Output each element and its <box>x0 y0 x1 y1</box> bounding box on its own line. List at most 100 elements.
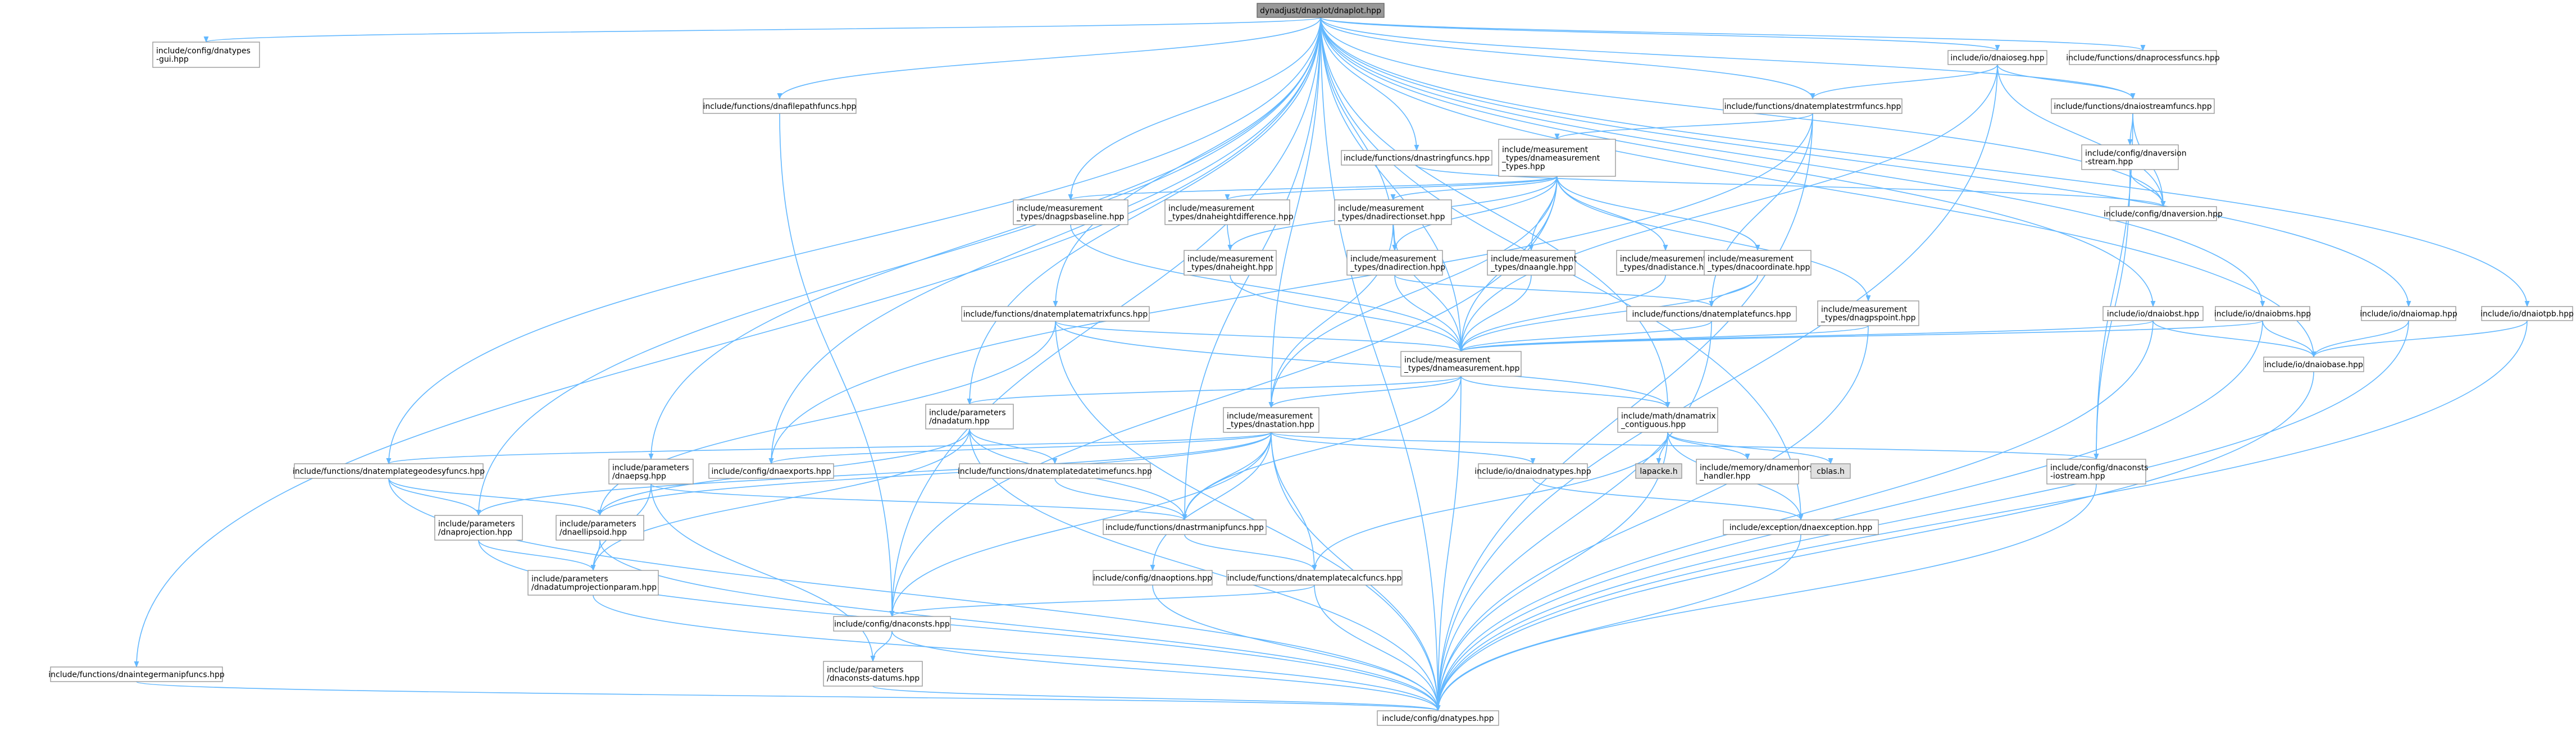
node-io_seg[interactable]: include/io/dnaioseg.hpp <box>1947 50 2047 65</box>
node-io_tpb[interactable]: include/io/dnaiotpb.hpp <box>2481 306 2574 321</box>
node-f_intmanip[interactable]: include/functions/dnaintegermanipfuncs.h… <box>48 666 225 682</box>
edge-io_bst-to-cfg_types <box>1435 320 2154 712</box>
node-exc[interactable]: include/exception/dnaexception.hpp <box>1723 519 1879 535</box>
node-box <box>2481 306 2573 321</box>
node-label: /dnaellipsoid.hpp <box>559 528 627 537</box>
node-m_dirset[interactable]: include/measurement_types/dnadirectionse… <box>1334 199 1452 225</box>
node-box <box>527 570 659 596</box>
edge-m_types-to-m_coord <box>1556 176 1760 252</box>
edge-m_hdiff-to-m_height <box>1227 224 1233 252</box>
node-box <box>2046 459 2146 485</box>
node-box <box>2081 144 2179 170</box>
node-p_epsg[interactable]: include/parameters/dnaepsg.hpp <box>608 459 694 485</box>
node-p_datumproj[interactable]: include/parameters/dnadatumprojectionpar… <box>527 570 659 596</box>
node-io_base[interactable]: include/io/dnaiobase.hpp <box>2263 357 2364 372</box>
node-lapacke[interactable]: lapacke.h <box>1635 463 1682 479</box>
node-io_bst[interactable]: include/io/dnaiobst.hpp <box>2102 306 2204 321</box>
edge-root-to-io_tpb <box>1320 17 2530 308</box>
edge-root-to-f_stream <box>1320 17 2136 100</box>
node-cfg_exports[interactable]: include/config/dnaexports.hpp <box>708 463 834 479</box>
node-m_coord[interactable]: include/measurement_types/dnacoordinate.… <box>1704 250 1812 276</box>
node-cblas[interactable]: cblas.h <box>1810 463 1851 479</box>
node-f_tmpl_matrix[interactable]: include/functions/dnatemplatematrixfuncs… <box>961 306 1150 322</box>
edge-f_tmpl_matrix-to-cfg_types <box>1055 321 1441 712</box>
node-p_ellipsoid[interactable]: include/parameters/dnaellipsoid.hpp <box>556 515 644 541</box>
node-p_consts_datums[interactable]: include/parameters/dnaconsts-datums.hpp <box>823 661 923 687</box>
node-cfg_consts[interactable]: include/config/dnaconsts.hpp <box>833 616 951 632</box>
node-box <box>959 463 1151 479</box>
edge-p_proj-to-p_datumproj <box>478 540 596 572</box>
edge-p_epsg-to-p_consts_datums <box>650 483 876 663</box>
edge-root-to-f_filepath <box>777 17 1321 100</box>
node-label: include/functions/dnatemplatematrixfuncs… <box>963 310 1148 319</box>
node-label: include/parameters <box>438 520 515 529</box>
edge-m_station-to-cfg_consts_io <box>1271 432 2099 460</box>
edge-m_coord-to-m_meas <box>1458 275 1758 353</box>
edge-root-to-p_datum <box>967 17 1321 405</box>
node-m_gps[interactable]: include/measurement_types/dnagpsbaseline… <box>1013 199 1128 225</box>
node-f_tmpl_str[interactable]: include/functions/dnatemplatestrmfuncs.h… <box>1723 98 1903 114</box>
edge-io_tpb-to-io_base <box>2311 320 2528 358</box>
node-io_map[interactable]: include/io/dnaiomap.hpp <box>2360 306 2457 321</box>
node-cfg_gui[interactable]: include/config/dnatypes-gui.hpp <box>152 42 260 68</box>
edge-m_station-to-cfg_consts <box>889 432 1272 618</box>
node-m_height[interactable]: include/measurement_types/dnaheight.hpp <box>1184 250 1277 276</box>
node-m_angle[interactable]: include/measurement_types/dnaangle.hpp <box>1487 250 1577 276</box>
node-f_geodesy[interactable]: include/functions/dnatemplategeodesyfunc… <box>293 463 485 479</box>
node-cfg_types[interactable]: include/config/dnatypes.hpp <box>1377 710 1499 726</box>
edge-root-to-io_map <box>1320 17 2411 308</box>
edge-io_odnatypes-to-exc <box>1532 478 1804 521</box>
node-p_datum[interactable]: include/parameters/dnadatum.hpp <box>925 404 1014 430</box>
node-mem_handler[interactable]: include/memory/dnamemory_handler.hpp <box>1696 459 1814 485</box>
node-f_datetime[interactable]: include/functions/dnatemplatedatetimefun… <box>958 463 1152 479</box>
node-label: include/functions/dnatemplatefuncs.hpp <box>1632 310 1791 319</box>
node-box <box>1226 570 1403 586</box>
node-label: include/functions/dnaiostreamfuncs.hpp <box>2054 102 2211 111</box>
node-f_str[interactable]: include/functions/dnastringfuncs.hpp <box>1341 150 1492 166</box>
node-box <box>2069 50 2217 65</box>
node-root[interactable]: dynadjust/dnaplot/dnaplot.hpp <box>1257 3 1385 18</box>
node-m_dist[interactable]: include/measurement_types/dnadistance.hp… <box>1616 250 1715 276</box>
node-box <box>925 404 1014 430</box>
node-f_filepath[interactable]: include/functions/dnafilepathfuncs.hpp <box>703 98 857 114</box>
node-m_types[interactable]: include/measurement_types/dnameasurement… <box>1498 139 1616 177</box>
node-label: include/parameters <box>827 666 904 675</box>
node-m_station[interactable]: include/measurement_types/dnastation.hpp <box>1223 407 1319 433</box>
node-box <box>1817 300 1919 326</box>
node-math_matrix[interactable]: include/math/dnamatrix_contiguous.hpp <box>1617 407 1718 433</box>
node-box <box>823 661 923 687</box>
node-label: -stream.hpp <box>2085 158 2133 167</box>
node-p_proj[interactable]: include/parameters/dnaprojection.hpp <box>434 515 523 541</box>
edge-root-to-io_bst <box>1320 17 2156 308</box>
node-label: /dnadatum.hpp <box>929 417 990 426</box>
node-f_proc[interactable]: include/functions/dnaprocessfuncs.hpp <box>2066 50 2220 65</box>
node-m_dir[interactable]: include/measurement_types/dnadirection.h… <box>1346 250 1445 276</box>
node-m_hdiff[interactable]: include/measurement_types/dnaheightdiffe… <box>1164 199 1294 225</box>
edge-root-to-f_str <box>1320 17 1419 152</box>
node-m_meas[interactable]: include/measurement_types/dnameasurement… <box>1400 351 1522 377</box>
node-m_gpspoint[interactable]: include/measurement_types/dnagpspoint.hp… <box>1817 300 1919 326</box>
edge-io_map-to-io_base <box>2311 320 2409 358</box>
node-box <box>1635 463 1682 479</box>
edge-root-to-cfg_exports <box>768 17 1321 465</box>
node-cfg_consts_io[interactable]: include/config/dnaconsts-iostream.hpp <box>2046 459 2149 485</box>
edge-m_meas-to-math_matrix <box>1460 376 1671 409</box>
node-f_tmpl[interactable]: include/functions/dnatemplatefuncs.hpp <box>1626 306 1797 322</box>
node-cfg_options[interactable]: include/config/dnaoptions.hpp <box>1093 570 1213 586</box>
node-f_tmplcalc[interactable]: include/functions/dnatemplatecalcfuncs.h… <box>1226 570 1403 586</box>
node-label: include/measurement <box>1017 204 1103 213</box>
node-box <box>1626 306 1797 322</box>
node-cfg_ver[interactable]: include/config/dnaversion.hpp <box>2104 206 2223 221</box>
edge-io_bms-to-io_base <box>2262 320 2316 358</box>
edge-io_tpb-to-cfg_types <box>1435 320 2528 712</box>
node-label: _types/dnameasurement.hpp <box>1404 364 1520 373</box>
edge-p_proj-to-cfg_types <box>478 540 1441 712</box>
node-cfg_verstream[interactable]: include/config/dnaversion-stream.hpp <box>2081 144 2187 170</box>
node-io_bms[interactable]: include/io/dnaiobms.hpp <box>2214 306 2311 321</box>
node-f_stream[interactable]: include/functions/dnaiostreamfuncs.hpp <box>2051 98 2215 114</box>
node-label: include/functions/dnaprocessfuncs.hpp <box>2066 54 2220 63</box>
dependency-edges <box>134 17 2530 712</box>
node-f_strmanip[interactable]: include/functions/dnastrmanipfuncs.hpp <box>1103 519 1267 535</box>
node-io_odnatypes[interactable]: include/io/dnaiodnatypes.hpp <box>1474 463 1591 479</box>
edge-f_tmpl_str-to-m_types <box>1554 113 1813 140</box>
